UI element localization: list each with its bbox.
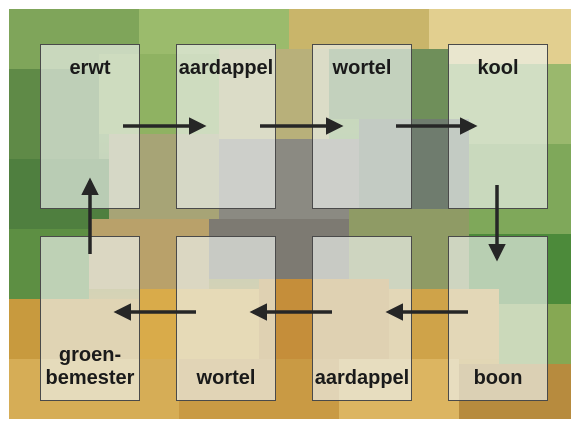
crop-box-aardappel-top: aardappel (176, 44, 276, 209)
field-patch (289, 9, 429, 49)
crop-label-kool: kool (477, 57, 519, 79)
crop-label-boon: boon (473, 367, 523, 389)
crop-box-wortel-bottom: wortel (176, 236, 276, 401)
crop-label-erwt: erwt (69, 57, 111, 79)
crop-box-aardappel-bottom: aardappel (312, 236, 412, 401)
crop-label-aardappel-top: aardappel (178, 57, 274, 79)
diagram-canvas: erwt aardappel wortel kool groen- bemest… (9, 9, 571, 419)
crop-label-wortel-bottom: wortel (196, 367, 256, 389)
crop-label-wortel-top: wortel (332, 57, 392, 79)
crop-box-boon: boon (448, 236, 548, 401)
crop-box-erwt: erwt (40, 44, 140, 209)
crop-box-wortel-top: wortel (312, 44, 412, 209)
crop-label-groenbemester: groen- bemester (45, 344, 135, 389)
crop-box-groenbemester: groen- bemester (40, 236, 140, 401)
crop-label-aardappel-bottom: aardappel (314, 367, 410, 389)
crop-box-kool: kool (448, 44, 548, 209)
